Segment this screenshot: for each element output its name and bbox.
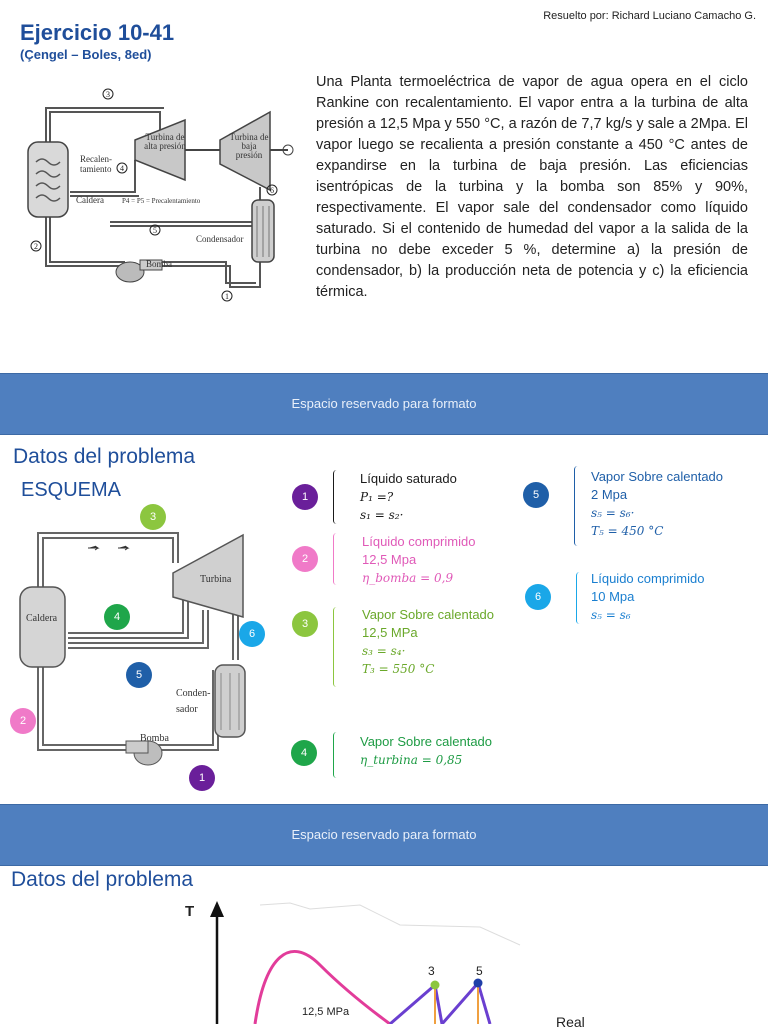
scheme-boiler xyxy=(19,586,66,668)
scheme-label-turbine: Turbina xyxy=(200,574,232,585)
scheme-state-4: 4 xyxy=(104,604,130,630)
state-6-pressure: 10 Mpa xyxy=(591,589,635,604)
state-3-marker: 3 xyxy=(292,611,318,637)
format-band-top: Espacio reservado para formato xyxy=(0,373,768,435)
book-label-lp-turbine: Turbina de baja presión xyxy=(229,132,269,160)
state-3-title: Vapor Sobre calentado xyxy=(362,607,495,622)
ts-point-3 xyxy=(430,980,440,990)
state-4-block: Vapor Sobre calentado η_turbina = 0,85 xyxy=(360,733,492,769)
author-credit: Resuelto por: Richard Luciano Camacho G. xyxy=(543,10,756,22)
book-label-hp-turbine: Turbina de alta presión xyxy=(144,132,186,151)
ts-process-line-b xyxy=(440,979,492,1024)
state-6-line-1: s₅ = s₆ xyxy=(591,608,631,622)
book-label-condenser: Condensador xyxy=(196,234,244,244)
ts-dome-curve xyxy=(253,949,391,1024)
state-1-line-1: P₁ =? xyxy=(360,490,394,504)
state-4-marker: 4 xyxy=(291,740,317,766)
ts-diagram xyxy=(210,901,521,1024)
state-1-line-2: s₁ = s₂· xyxy=(360,508,404,522)
ts-pressure-label: 12,5 MPa xyxy=(302,1006,350,1018)
state-2-block: Líquido comprimido 12,5 Mpa η_bomba = 0,… xyxy=(362,533,475,587)
state-1-marker: 1 xyxy=(292,484,318,510)
ts-point-5 xyxy=(473,978,483,988)
scheme-state-3: 3 xyxy=(140,504,166,530)
book-label-pump: Bomba xyxy=(146,259,172,269)
cycle-scheme-diagram xyxy=(19,532,246,766)
book-state-3: 3 xyxy=(106,90,110,99)
state-2-line-1: η_bomba = 0,9 xyxy=(362,571,454,585)
book-label-pressure-eq: P4 = P5 = Precalentamiento xyxy=(122,197,201,205)
book-label-reheat: Recalen- tamiento xyxy=(80,154,112,174)
book-state-5: 5 xyxy=(153,226,157,235)
ts-point-label-3: 3 xyxy=(428,964,435,978)
book-state-4: 4 xyxy=(120,164,124,173)
book-pump xyxy=(115,261,145,283)
state-4-title: Vapor Sobre calentado xyxy=(360,734,493,749)
state-3-pressure: 12,5 MPa xyxy=(362,625,418,640)
scheme-state-2: 2 xyxy=(10,708,36,734)
scheme-label-boiler: Caldera xyxy=(26,613,58,624)
exercise-source: (Çengel – Boles, 8ed) xyxy=(20,47,152,62)
section-title-data: Datos del problema xyxy=(13,445,196,468)
ts-point-label-5: 5 xyxy=(476,964,483,978)
state-1-block: Líquido saturado P₁ =? s₁ = s₂· xyxy=(360,470,457,524)
scheme-label-pump: Bomba xyxy=(140,733,169,744)
scheme-heading: ESQUEMA xyxy=(21,479,122,501)
scheme-label-condenser: Conden- sador xyxy=(176,688,211,715)
state-4-line-1: η_turbina = 0,85 xyxy=(360,753,463,767)
book-label-boiler: Caldera xyxy=(76,195,104,205)
state-2-title: Líquido comprimido xyxy=(362,534,476,549)
state-3-block: Vapor Sobre calentado 12,5 MPa s₃ = s₄· … xyxy=(362,606,494,678)
book-lp-turbine xyxy=(219,110,271,192)
state-2-pressure: 12,5 Mpa xyxy=(362,552,417,567)
state-5-block: Vapor Sobre calentado 2 Mpa s₅ = s₆· T₅ … xyxy=(591,468,723,540)
scheme-state-1: 1 xyxy=(189,765,215,791)
ts-axis-label: T xyxy=(185,903,195,920)
exercise-title: Ejercicio 10-41 xyxy=(20,20,175,45)
state-6-block: Líquido comprimido 10 Mpa s₅ = s₆ xyxy=(591,570,704,624)
book-state-2: 2 xyxy=(34,242,38,251)
book-boiler xyxy=(27,141,69,218)
format-band-top-label: Espacio reservado para formato xyxy=(291,396,477,411)
ts-real-label: Real xyxy=(556,1014,585,1030)
state-5-marker: 5 xyxy=(523,482,549,508)
book-hp-turbine xyxy=(134,118,186,182)
state-6-marker: 6 xyxy=(525,584,551,610)
state-5-line-1: s₅ = s₆· xyxy=(591,506,635,520)
state-6-title: Líquido comprimido xyxy=(591,571,705,586)
book-state-1: 1 xyxy=(225,292,229,301)
problem-statement: Una Planta termoeléctrica de vapor de ag… xyxy=(316,74,748,300)
format-band-bottom: Espacio reservado para formato xyxy=(0,804,768,866)
scheme-state-6: 6 xyxy=(239,621,265,647)
book-rankine-diagram: 3 4 5 6 2 1 xyxy=(27,88,294,302)
scheme-turbine xyxy=(172,533,244,618)
state-3-line-1: s₃ = s₄· xyxy=(362,644,406,658)
state-2-marker: 2 xyxy=(292,546,318,572)
section-title-data-2: Datos del problema xyxy=(11,868,194,891)
scheme-state-5: 5 xyxy=(126,662,152,688)
state-5-line-2: T₅ = 450 °C xyxy=(591,524,664,538)
state-5-title: Vapor Sobre calentado xyxy=(591,469,724,484)
state-5-pressure: 2 Mpa xyxy=(591,487,628,502)
format-band-bottom-label: Espacio reservado para formato xyxy=(291,827,477,842)
state-3-line-2: T₃ = 550 °C xyxy=(362,662,435,676)
book-state-6: 6 xyxy=(270,186,274,195)
state-1-title: Líquido saturado xyxy=(360,471,457,486)
